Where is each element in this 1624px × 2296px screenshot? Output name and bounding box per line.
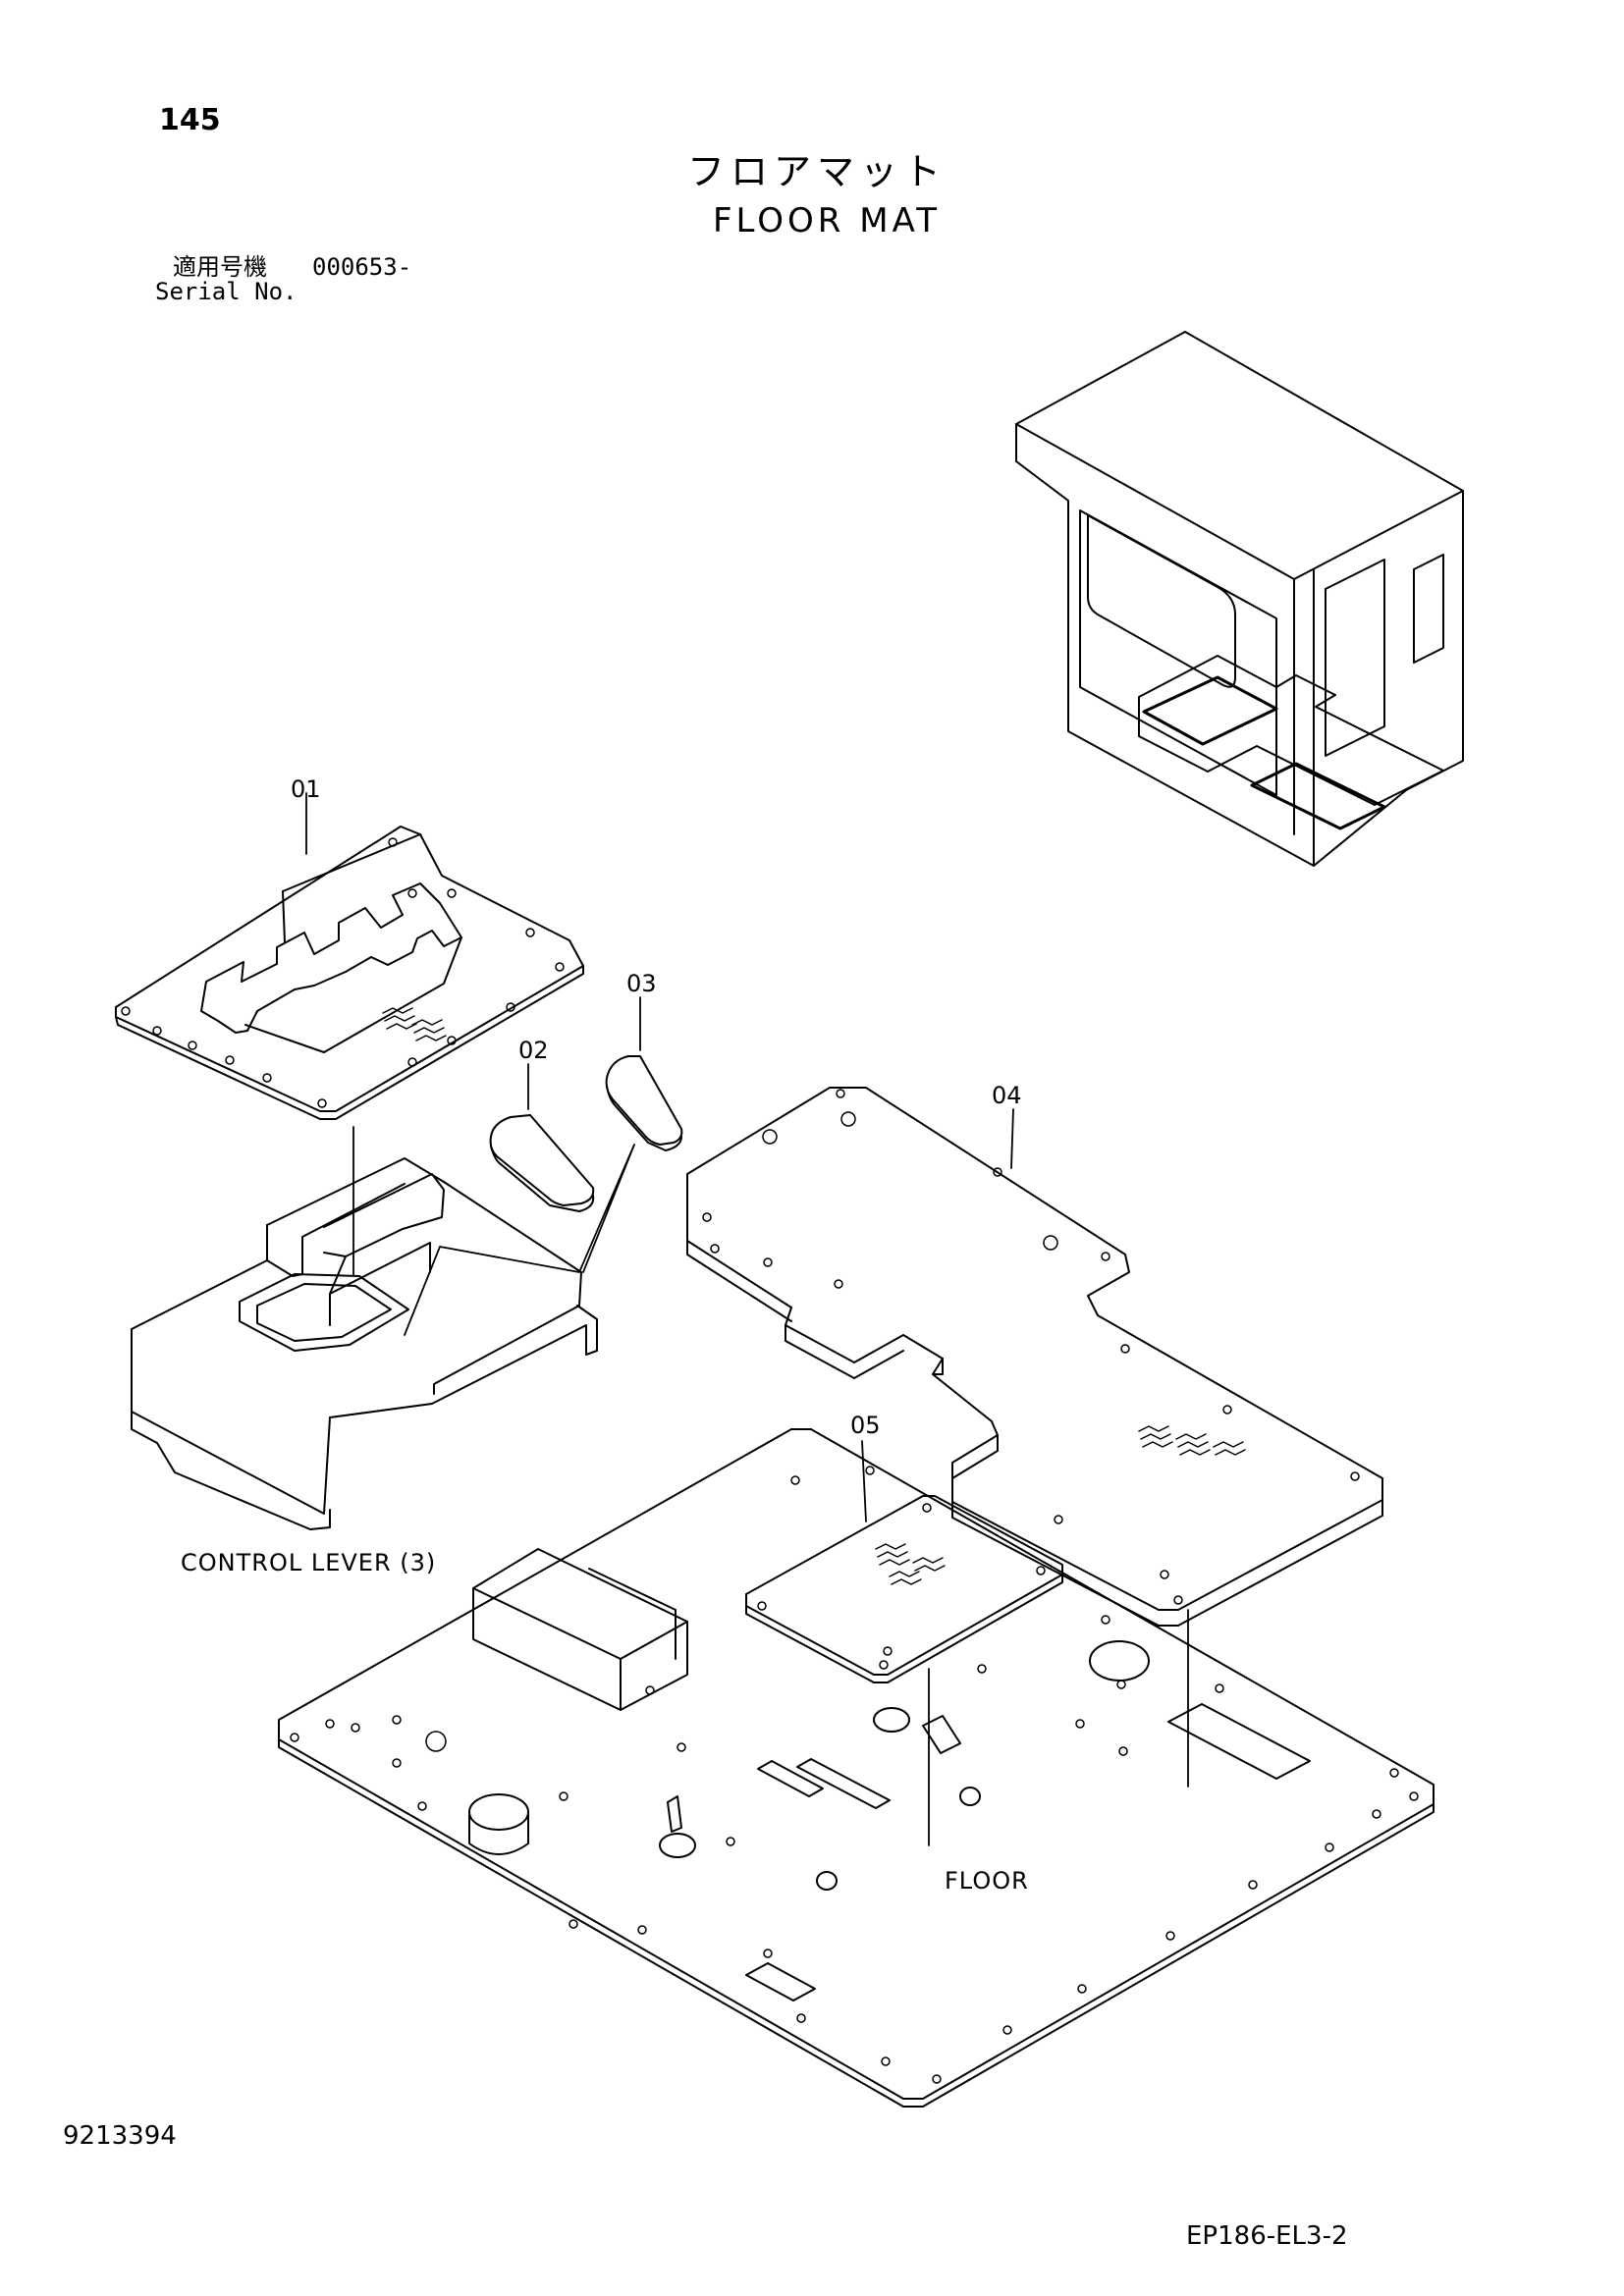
part-05-texture-mark	[876, 1544, 945, 1584]
cab-overview-illustration	[1016, 332, 1463, 866]
callout-part-04: 04	[992, 1082, 1022, 1109]
label-control-lever: CONTROL LEVER (3)	[181, 1549, 437, 1576]
part-05-floor-mat	[746, 1496, 1062, 1682]
callout-part-03: 03	[626, 970, 657, 997]
part-01-lever-mat	[116, 827, 583, 1119]
part-04-texture-mark	[1139, 1426, 1245, 1455]
floor-plate-bolt-holes	[291, 1467, 1418, 2083]
label-floor: FLOOR	[945, 1867, 1029, 1895]
title-english: FLOOR MAT	[713, 201, 941, 240]
page-number: 145	[159, 103, 221, 137]
control-lever-console	[132, 1158, 597, 1529]
drawing-code: EP186-EL3-2	[1186, 2221, 1348, 2251]
part-02-wedge-pad	[491, 1115, 594, 1211]
part-05-bolt-holes	[758, 1504, 1045, 1669]
title-japanese: フロアマット	[687, 150, 947, 193]
serial-label-english: Serial No.	[155, 278, 298, 305]
leader-lines	[306, 793, 1188, 1845]
callout-part-05: 05	[850, 1412, 881, 1439]
document-number: 9213394	[63, 2121, 177, 2151]
part-01-bolt-holes	[122, 838, 564, 1107]
part-04-bolt-holes	[703, 1090, 1359, 1604]
serial-label-japanese: 適用号機	[173, 253, 267, 281]
callout-part-02: 02	[518, 1037, 549, 1064]
floor-plate	[279, 1429, 1434, 2107]
part-01-texture-mark	[383, 1008, 446, 1041]
serial-range: 000653-	[312, 253, 412, 281]
part-04-floor-mat	[687, 1088, 1382, 1626]
part-03-wedge-pad	[607, 1056, 682, 1150]
